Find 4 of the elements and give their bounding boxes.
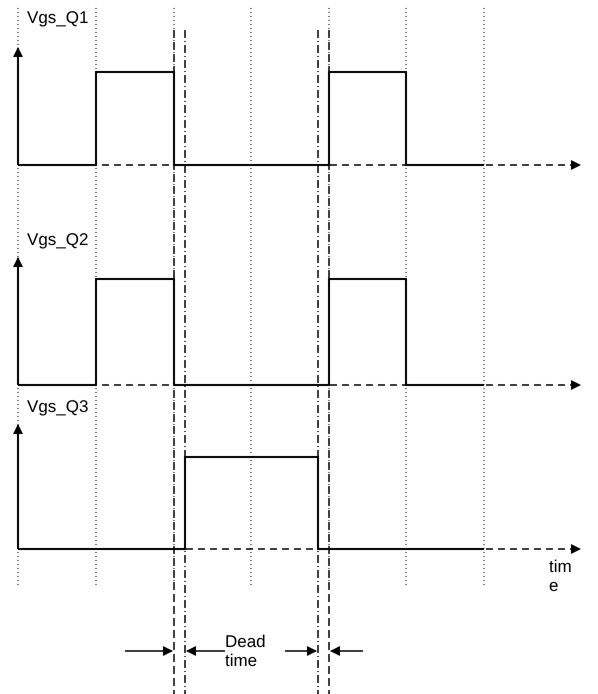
signal-name: Vgs_Q2 (27, 230, 88, 249)
signal-name: Vgs_Q1 (27, 8, 88, 27)
axis-label: time (549, 557, 573, 595)
signal-name: Vgs_Q3 (27, 397, 88, 416)
